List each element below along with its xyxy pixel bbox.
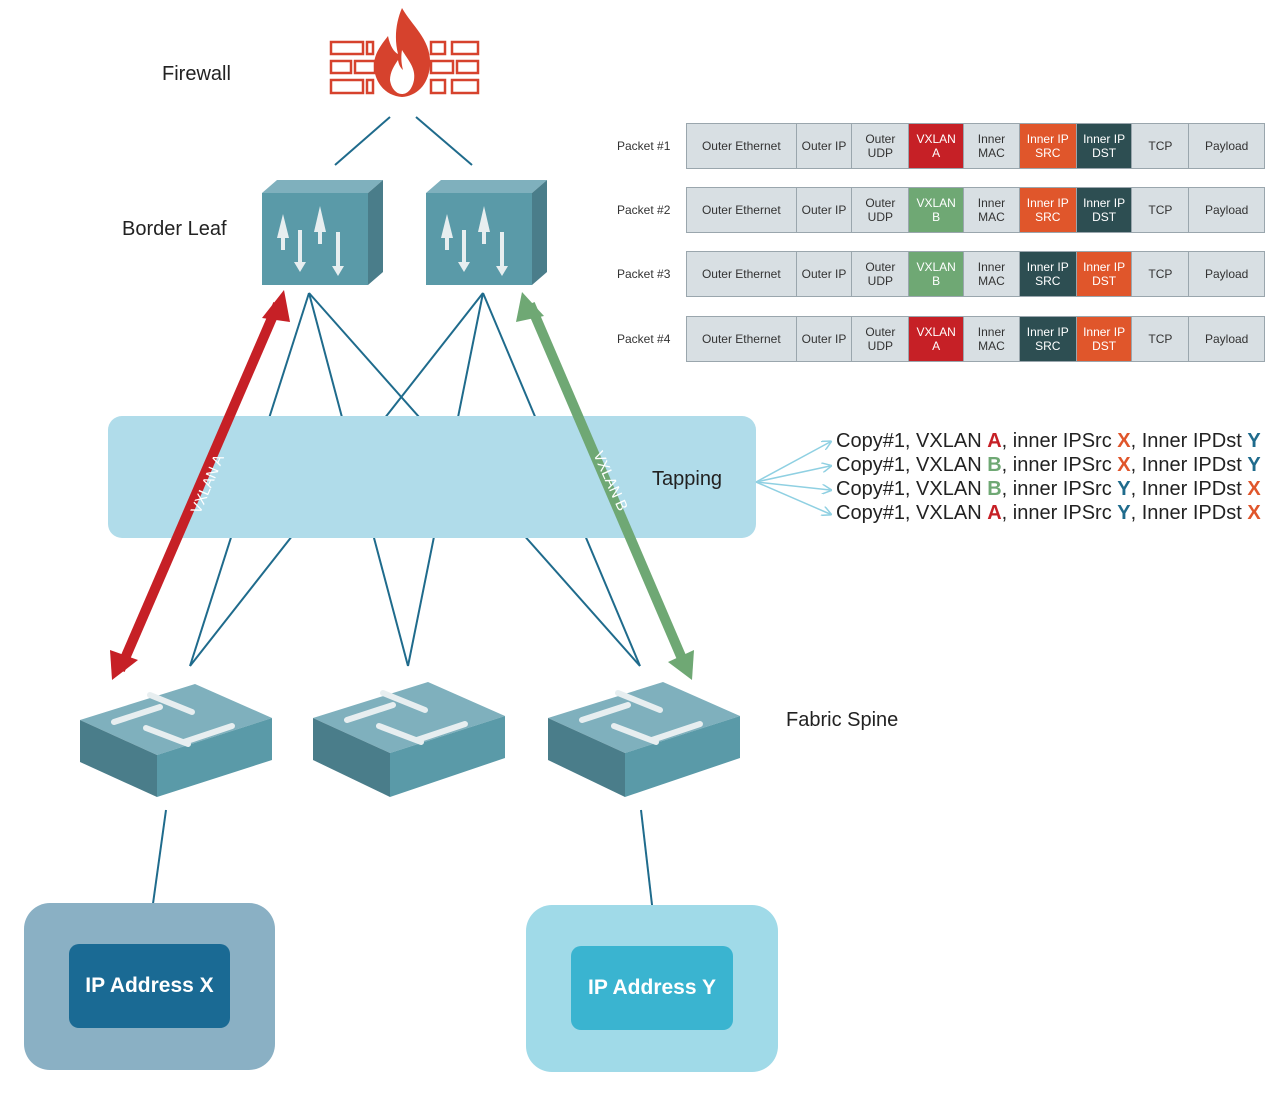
copy-text: , Inner IPDst xyxy=(1130,454,1248,476)
firewall-icon xyxy=(329,8,480,97)
copy-vxlan-value: B xyxy=(987,478,1002,500)
packet-field: Outer IP xyxy=(796,252,853,296)
firewall-link-left xyxy=(334,116,391,166)
copy-dst-value: X xyxy=(1247,478,1261,500)
packet-field: Inner IP DST xyxy=(1076,317,1133,361)
packet-field: VXLAN B xyxy=(909,188,965,232)
packet-field: Inner MAC xyxy=(964,124,1020,168)
copy-vxlan-value: A xyxy=(987,502,1002,524)
border-leaf-label: Border Leaf xyxy=(122,218,227,240)
packet-field: TCP xyxy=(1132,124,1190,168)
packet-field: Outer Ethernet xyxy=(687,317,797,361)
firewall-link-right xyxy=(415,116,473,166)
copy-src-value: Y xyxy=(1117,502,1131,524)
firewall-label: Firewall xyxy=(162,63,231,85)
tap-copy-line: Copy#1, VXLAN B, inner IPSrc X, Inner IP… xyxy=(836,454,1261,477)
copy-src-value: Y xyxy=(1117,478,1131,500)
packet-field: VXLAN B xyxy=(909,252,965,296)
packet-field: Inner IP SRC xyxy=(1019,188,1077,232)
copy-text: Copy#1, VXLAN xyxy=(836,430,988,452)
packet-label: Packet #4 xyxy=(617,332,671,346)
packet-field: TCP xyxy=(1132,252,1190,296)
fabric-links xyxy=(150,292,655,923)
copy-dst-value: Y xyxy=(1247,454,1261,476)
packet-field: Payload xyxy=(1189,317,1265,361)
packet-field: Inner MAC xyxy=(964,188,1020,232)
fabric-spine-label: Fabric Spine xyxy=(786,709,899,731)
copy-vxlan-value: A xyxy=(987,430,1002,452)
tap-copy-line: Copy#1, VXLAN B, inner IPSrc Y, Inner IP… xyxy=(836,478,1261,501)
host-y-container: IP Address Y xyxy=(526,905,778,1072)
packet-field: Inner IP SRC xyxy=(1019,317,1077,361)
packet-field: Outer UDP xyxy=(852,124,910,168)
packet-field: Outer Ethernet xyxy=(687,188,797,232)
packet-label: Packet #3 xyxy=(617,267,671,281)
copy-dst-value: Y xyxy=(1247,430,1261,452)
packet-field: Inner IP SRC xyxy=(1019,252,1077,296)
copy-vxlan-value: B xyxy=(987,454,1002,476)
packet-field: Outer UDP xyxy=(852,188,910,232)
packet-label: Packet #2 xyxy=(617,203,671,217)
copy-text: Copy#1, VXLAN xyxy=(836,454,988,476)
packet-field: Inner MAC xyxy=(964,252,1020,296)
packet-field: Inner IP SRC xyxy=(1019,124,1077,168)
copy-text: , inner IPSrc xyxy=(1001,502,1118,524)
tapping-label: Tapping xyxy=(652,468,723,490)
copy-text: , Inner IPDst xyxy=(1130,430,1248,452)
packet-field: Payload xyxy=(1189,188,1265,232)
copy-text: , inner IPSrc xyxy=(1001,454,1118,476)
packet-field: Payload xyxy=(1189,124,1265,168)
tap-copy-line: Copy#1, VXLAN A, inner IPSrc X, Inner IP… xyxy=(836,430,1261,453)
packet-field: Outer UDP xyxy=(852,252,910,296)
packet-field: Outer IP xyxy=(796,188,853,232)
copy-text: , inner IPSrc xyxy=(1001,478,1118,500)
packet-field: Outer IP xyxy=(796,124,853,168)
packet-field: Inner IP DST xyxy=(1076,124,1133,168)
copy-text: , Inner IPDst xyxy=(1130,478,1248,500)
host-x-address: IP Address X xyxy=(69,944,230,1028)
packet-field: TCP xyxy=(1132,317,1190,361)
packet-field: Outer IP xyxy=(796,317,853,361)
packet-field: Outer Ethernet xyxy=(687,124,797,168)
packet-field: VXLAN A xyxy=(909,124,965,168)
tap-copy-line: Copy#1, VXLAN A, inner IPSrc Y, Inner IP… xyxy=(836,502,1261,525)
copy-text: , inner IPSrc xyxy=(1001,430,1118,452)
packet-label: Packet #1 xyxy=(617,139,671,153)
copy-text: Copy#1, VXLAN xyxy=(836,478,988,500)
packet-field: Inner IP DST xyxy=(1076,188,1133,232)
packet-field: Inner MAC xyxy=(964,317,1020,361)
packet-field: Payload xyxy=(1189,252,1265,296)
packet-field: Outer UDP xyxy=(852,317,910,361)
packet-field: Inner IP DST xyxy=(1076,252,1133,296)
packet-field: TCP xyxy=(1132,188,1190,232)
copy-text: Copy#1, VXLAN xyxy=(836,502,988,524)
host-y-address: IP Address Y xyxy=(571,946,733,1030)
copy-src-value: X xyxy=(1117,454,1131,476)
copy-src-value: X xyxy=(1117,430,1131,452)
packet-field: Outer Ethernet xyxy=(687,252,797,296)
copy-dst-value: X xyxy=(1247,502,1261,524)
host-x-container: IP Address X xyxy=(24,903,275,1070)
packet-field: VXLAN A xyxy=(909,317,965,361)
copy-text: , Inner IPDst xyxy=(1130,502,1248,524)
